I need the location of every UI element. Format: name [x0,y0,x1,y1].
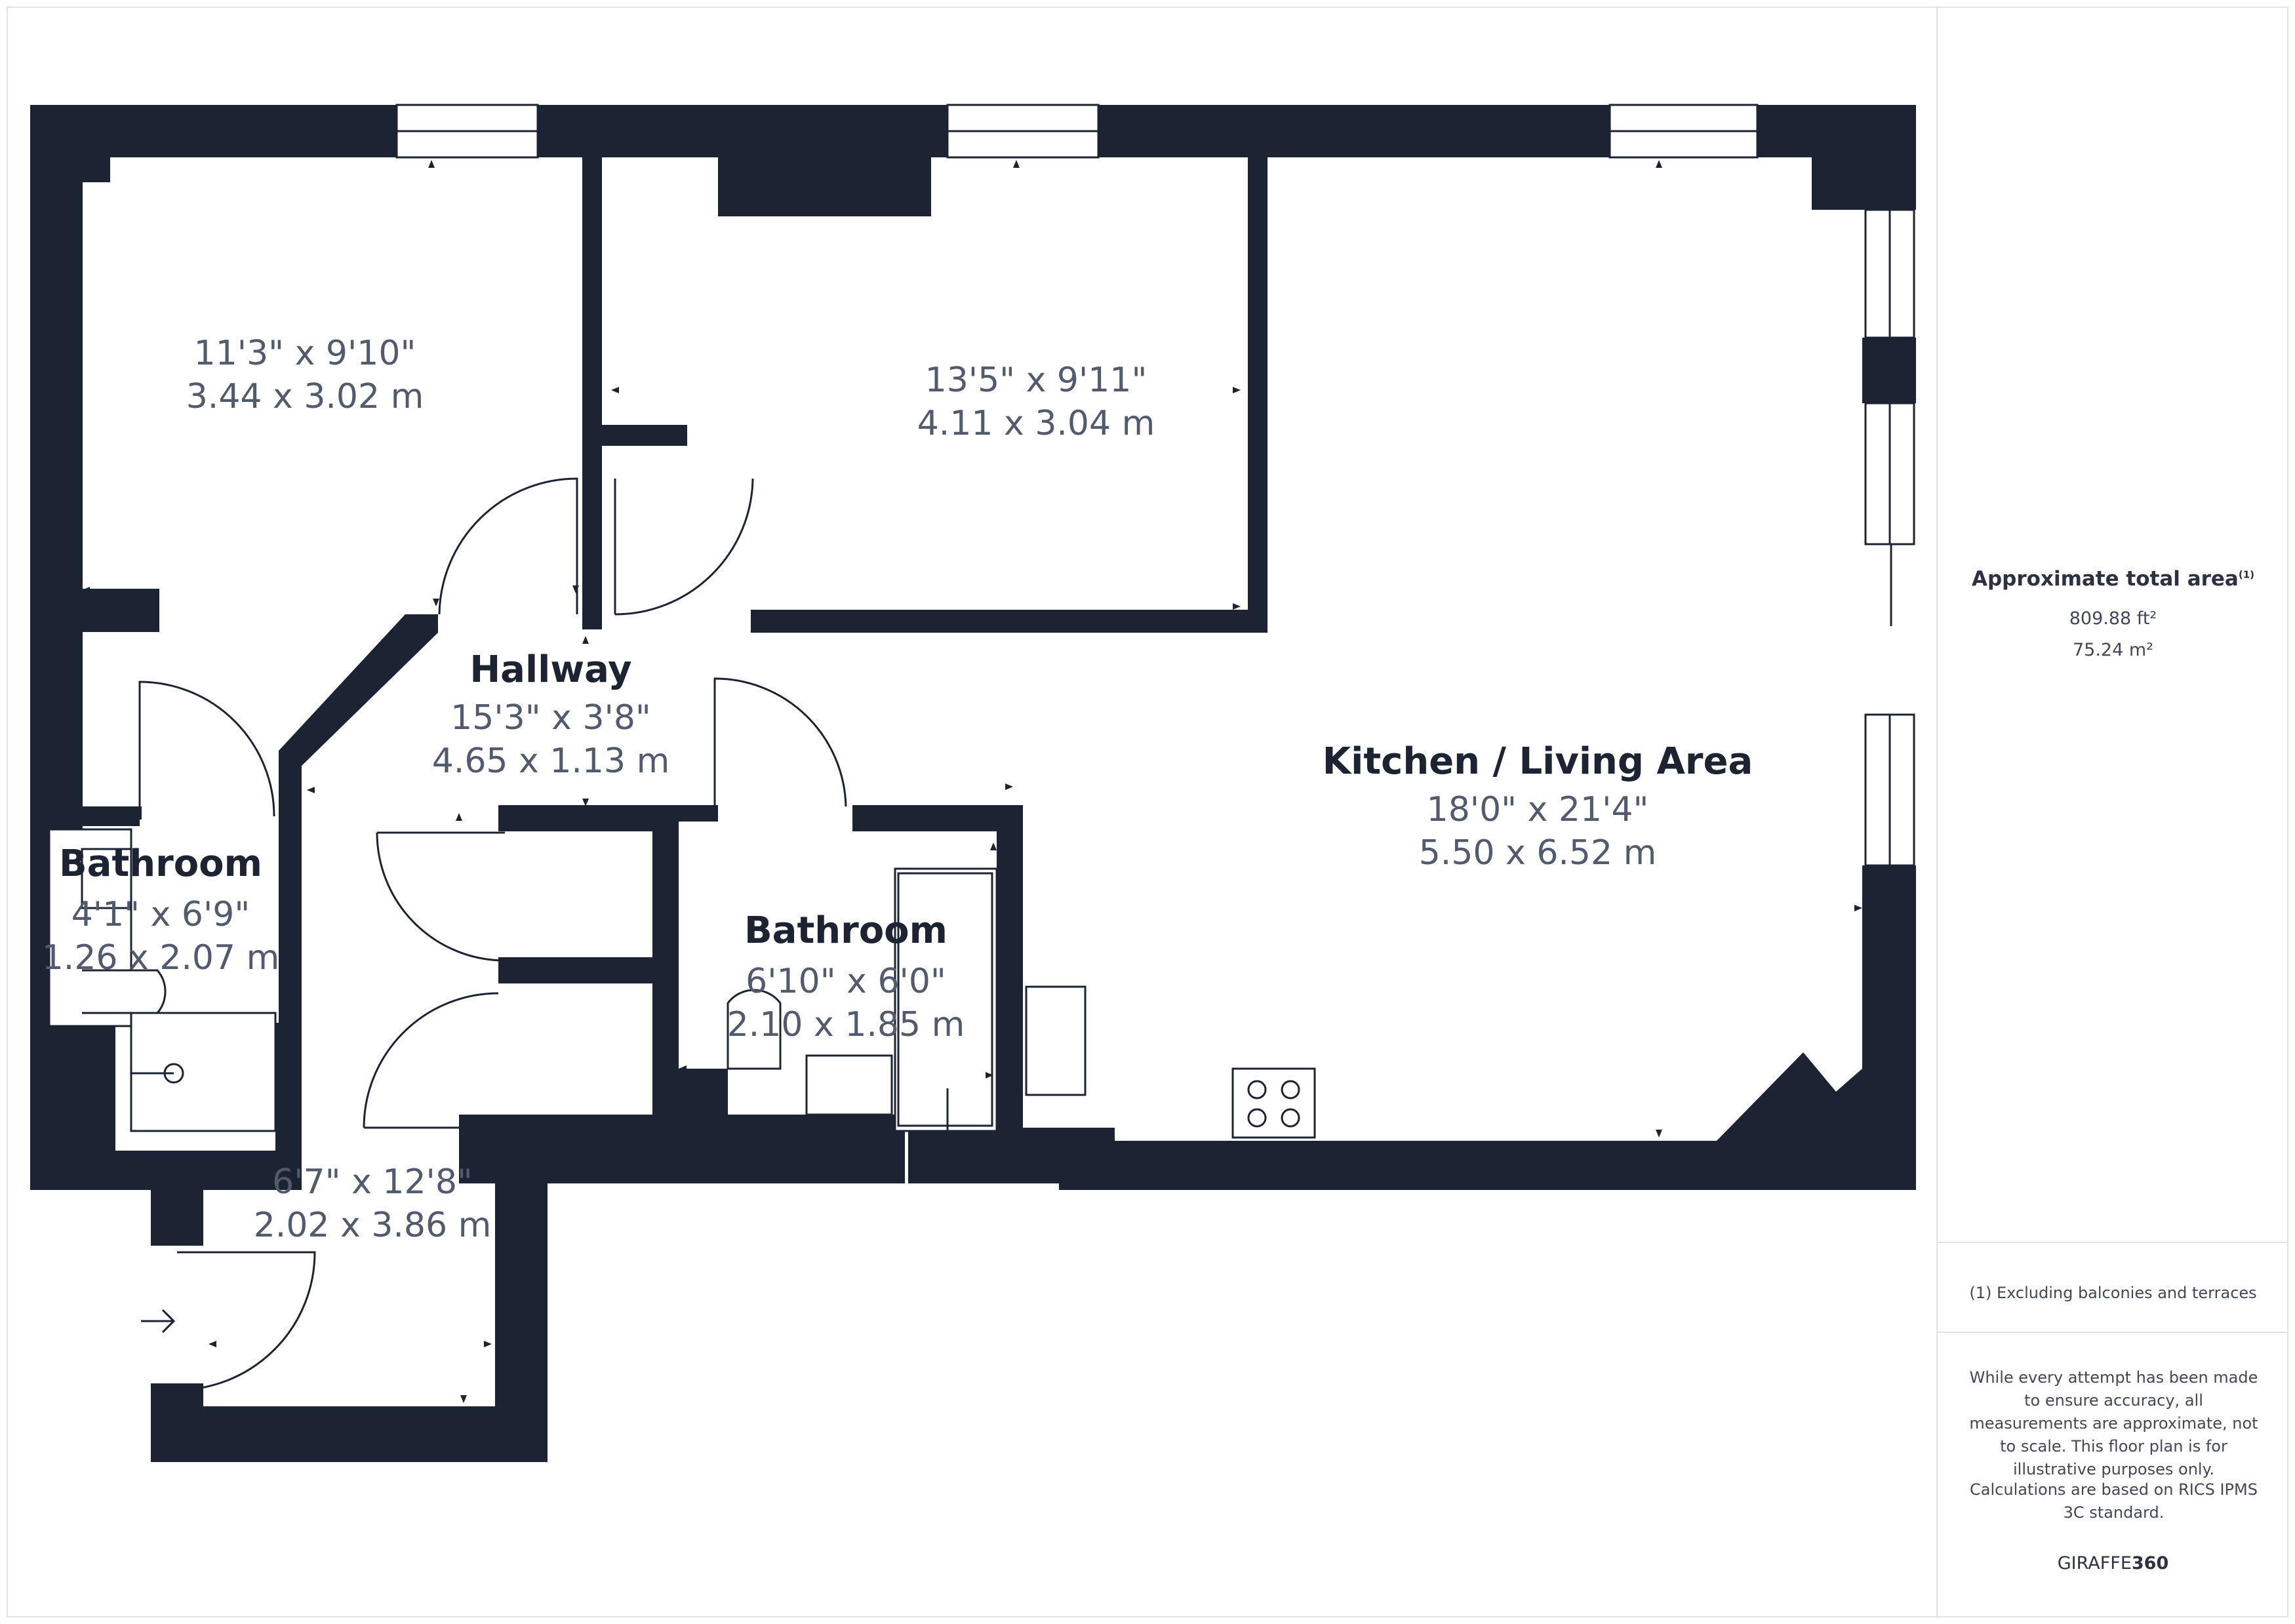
room-name: Hallway [469,648,631,691]
brand-suffix: 360 [2131,1553,2169,1574]
room-imperial: 15'3" x 3'8" [450,698,651,738]
room-kitchen-living: Kitchen / Living Area 18'0" x 21'4" 5.50… [1323,740,1753,873]
total-area-ft: 809.88 ft² [2069,608,2157,629]
brand-logo: GIRAFFE360 [1938,1553,2288,1574]
summary-panel: Approximate total area(1) 809.88 ft² 75.… [1936,7,2288,1617]
room-imperial: 4'1" x 6'9" [71,895,250,934]
fixtures [48,828,1316,1139]
calculation-note: Calculations are based on RICS IPMS 3C s… [1970,1480,2258,1522]
room-hallway: Hallway 15'3" x 3'8" 4.65 x 1.13 m [432,648,670,781]
room-imperial: 11'3" x 9'10" [194,334,416,373]
entrance-arrow-icon [141,1309,176,1334]
windows [395,104,1915,867]
room-imperial: 6'10" x 6'0" [746,962,946,1001]
room-metric: 4.65 x 1.13 m [432,742,670,781]
room-metric: 5.50 x 6.52 m [1419,833,1657,873]
footnote: (1) Excluding balconies and terraces [1969,1284,2257,1302]
room-bathroom-2: Bathroom 6'10" x 6'0" 2.10 x 1.85 m [727,909,965,1044]
total-area-title-text: Approximate total area [1971,567,2239,591]
dimension-markers [82,160,1862,1403]
room-name: Bathroom [59,842,262,885]
wall-structure [30,105,1916,1462]
room-name: Kitchen / Living Area [1323,740,1753,783]
room-metric: 4.11 x 3.04 m [917,404,1155,443]
disclaimer: While every attempt has been made to ens… [1969,1368,2258,1478]
floor-plan: 11'3" x 9'10" 3.44 x 3.02 m 13'5" x 9'11… [30,104,1916,1462]
room-labels: 11'3" x 9'10" 3.44 x 3.02 m 13'5" x 9'11… [42,334,1753,1245]
divider [1938,1332,2288,1333]
room-imperial: 18'0" x 21'4" [1427,790,1649,829]
doors [138,477,847,1391]
room-metric: 2.02 x 3.86 m [254,1206,492,1245]
footnote-marker: (1) [2238,568,2255,581]
brand-prefix: GIRAFFE [2057,1553,2132,1574]
room-bathroom-1: Bathroom 4'1" x 6'9" 1.26 x 2.07 m [42,842,280,978]
room-metric: 1.26 x 2.07 m [42,938,280,978]
room-metric: 3.44 x 3.02 m [186,377,424,416]
total-area-title: Approximate total area(1) [1938,567,2288,591]
page-frame [7,7,2288,1617]
total-area-m: 75.24 m² [2072,640,2153,660]
room-bedroom-1: 11'3" x 9'10" 3.44 x 3.02 m [186,334,424,416]
divider [1938,1242,2288,1243]
room-bedroom-2: 13'5" x 9'11" 4.11 x 3.04 m [917,361,1155,443]
room-name: Bathroom [744,909,948,952]
room-imperial: 6'7" x 12'8" [272,1162,473,1202]
room-entrance-hall: 6'7" x 12'8" 2.02 x 3.86 m [254,1162,492,1245]
room-imperial: 13'5" x 9'11" [925,361,1148,400]
room-metric: 2.10 x 1.85 m [727,1005,965,1044]
